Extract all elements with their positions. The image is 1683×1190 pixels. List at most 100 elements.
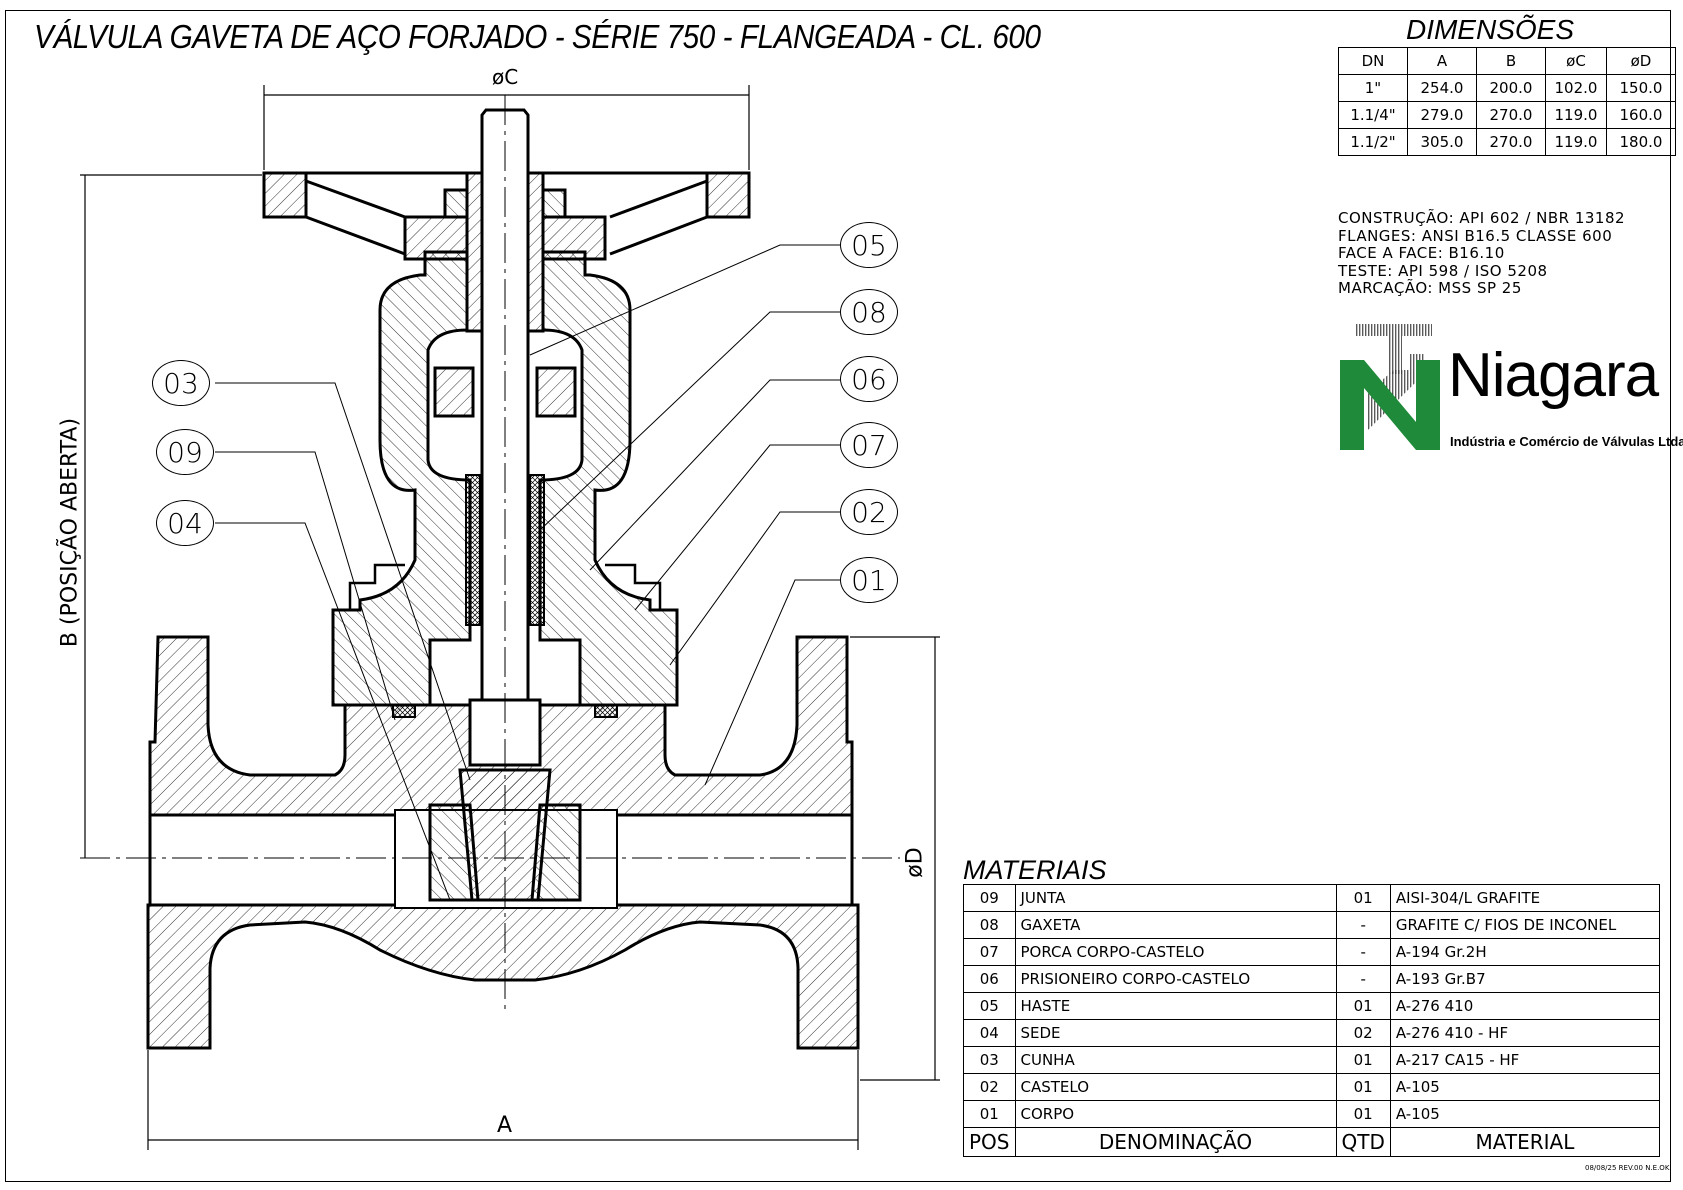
spec-flanges: FLANGES: ANSI B16.5 CLASSE 600 [1338, 226, 1613, 245]
studs-nuts [348, 563, 662, 610]
balloon-06: 06 [840, 356, 898, 402]
mat-name: SEDE [1014, 1019, 1337, 1047]
mat-pos: 02 [963, 1073, 1016, 1101]
leader-lines [215, 244, 840, 901]
mat-qty: 01 [1335, 884, 1391, 912]
mat-qty: 01 [1335, 1073, 1391, 1101]
dim-cell: 119.0 [1545, 101, 1607, 129]
niagara-logo-mark-icon [1340, 324, 1440, 450]
mat-pos: 09 [963, 884, 1016, 912]
dim-header: A [1407, 47, 1477, 75]
mat-material: AISI-304/L GRAFITE [1389, 884, 1661, 912]
dimensions-title: DIMENSÕES [1405, 14, 1575, 45]
dimension-lines [80, 85, 940, 1150]
balloon-05: 05 [840, 222, 898, 268]
packing [465, 474, 545, 626]
balloon-02: 02 [840, 489, 898, 535]
dim-header: øD [1606, 47, 1676, 75]
dim-cell: 160.0 [1606, 101, 1676, 129]
materials-title: MATERIAIS [963, 855, 1107, 885]
mat-qty: - [1335, 965, 1391, 993]
spec-marking: MARCAÇÃO: MSS SP 25 [1338, 279, 1522, 297]
dim-cell: 102.0 [1545, 74, 1607, 102]
mat-pos: 07 [963, 938, 1016, 966]
mat-pos: 05 [963, 992, 1016, 1020]
dim-cell: 1.1/4" [1338, 101, 1408, 129]
spec-face-to-face: FACE A FACE: B16.10 [1338, 244, 1505, 262]
mat-material: A-105 [1389, 1100, 1661, 1128]
materials-header-row: POS DENOMINAÇÃO QTD MATERIAL [963, 1127, 1661, 1157]
dimensions-row: 1" 254.0 200.0 102.0 150.0 [1338, 74, 1676, 102]
mat-pos: 04 [963, 1019, 1016, 1047]
balloon-07: 07 [840, 422, 898, 468]
mat-header-name: DENOMINAÇÃO [1014, 1127, 1337, 1157]
gland [433, 366, 577, 418]
mat-name: PORCA CORPO-CASTELO [1014, 938, 1337, 966]
mat-pos: 03 [963, 1046, 1016, 1074]
mat-qty: 01 [1335, 1100, 1391, 1128]
dim-cell: 150.0 [1606, 74, 1676, 102]
dim-label-b: B (POSIÇÃO ABERTA) [57, 417, 83, 648]
drawing-frame [5, 10, 1671, 1182]
balloon-03: 03 [152, 360, 210, 406]
dim-cell: 270.0 [1476, 128, 1546, 156]
spec-test: TESTE: API 598 / ISO 5208 [1338, 261, 1548, 280]
mat-pos: 06 [963, 965, 1016, 993]
mat-qty: 01 [1335, 992, 1391, 1020]
balloon-09: 09 [156, 429, 214, 475]
dimensions-table: DN A B øC øD 1" 254.0 200.0 102.0 150.0 … [1338, 47, 1676, 156]
dimensions-header-row: DN A B øC øD [1338, 47, 1676, 75]
niagara-logo: Niagara Indústria e Comércio de Válvulas… [1338, 322, 1683, 452]
dim-cell: 1.1/2" [1338, 128, 1408, 156]
mat-name: CORPO [1014, 1100, 1337, 1128]
mat-material: A-194 Gr.2H [1389, 938, 1661, 966]
dim-header: DN [1338, 47, 1408, 75]
balloon-08: 08 [840, 289, 898, 335]
mat-pos: 08 [963, 911, 1016, 939]
mat-name: CUNHA [1014, 1046, 1337, 1074]
mat-name: JUNTA [1014, 884, 1337, 912]
gaskets [392, 704, 618, 718]
balloon-01: 01 [840, 557, 898, 603]
balloon-04: 04 [156, 500, 214, 546]
mat-material: GRAFITE C/ FIOS DE INCONEL [1389, 911, 1661, 939]
mat-name: CASTELO [1014, 1073, 1337, 1101]
dim-label-a: A [497, 1113, 513, 1138]
mat-qty: - [1335, 938, 1391, 966]
mat-qty: 02 [1335, 1019, 1391, 1047]
mat-pos: 01 [963, 1100, 1016, 1128]
mat-name: PRISIONEIRO CORPO-CASTELO [1014, 965, 1337, 993]
mat-header-qty: QTD [1335, 1127, 1391, 1157]
mat-qty: 01 [1335, 1046, 1391, 1074]
dim-cell: 270.0 [1476, 101, 1546, 129]
dim-label-d: øD [902, 847, 928, 878]
dim-cell: 305.0 [1407, 128, 1477, 156]
revision-footer: 08/08/25 REV.00 N.E.OK [1585, 1164, 1670, 1172]
dim-cell: 279.0 [1407, 101, 1477, 129]
dimensions-row: 1.1/4" 279.0 270.0 119.0 160.0 [1338, 101, 1676, 129]
mat-material: A-193 Gr.B7 [1389, 965, 1661, 993]
mat-header-pos: POS [963, 1127, 1016, 1157]
specifications: CONSTRUÇÃO: API 602 / NBR 13182 FLANGES:… [1338, 209, 1625, 298]
drawing-title: VÁLVULA GAVETA DE AÇO FORJADO - SÉRIE 75… [34, 18, 1041, 55]
mat-qty: - [1335, 911, 1391, 939]
mat-name: HASTE [1014, 992, 1337, 1020]
dim-cell: 180.0 [1606, 128, 1676, 156]
logo-subtitle: Indústria e Comércio de Válvulas Ltda [1450, 434, 1683, 449]
mat-material: A-105 [1389, 1073, 1661, 1101]
dim-cell: 200.0 [1476, 74, 1546, 102]
dim-cell: 119.0 [1545, 128, 1607, 156]
dimensions-row: 1.1/2" 305.0 270.0 119.0 180.0 [1338, 128, 1676, 156]
bonnet [331, 250, 679, 707]
centerlines [80, 95, 900, 1010]
